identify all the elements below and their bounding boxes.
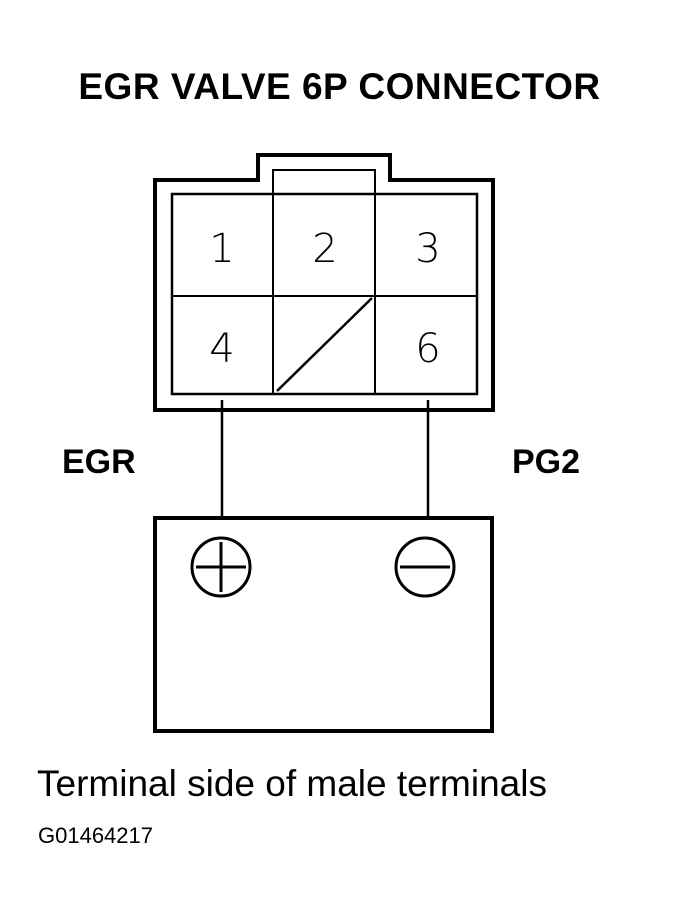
figure-id: G01464217 (38, 823, 153, 848)
pin-2-label: 2 (312, 226, 337, 272)
connector-key-outline (272, 169, 376, 195)
pin-4-label: 4 (209, 326, 234, 372)
battery-body (153, 516, 494, 733)
empty-cavity-slash (276, 297, 373, 392)
positive-terminal-icon (190, 536, 252, 598)
wire-label-pg2: PG2 (512, 443, 581, 481)
pin-1-label: 1 (209, 226, 234, 272)
pin-3-label: 3 (415, 226, 440, 272)
pin-6-label: 6 (415, 326, 440, 372)
diagram-title: EGR VALVE 6P CONNECTOR (78, 66, 601, 107)
negative-terminal-icon (394, 536, 456, 598)
connector-housing (153, 153, 495, 412)
diagram-caption: Terminal side of male terminals (37, 763, 547, 804)
wire-label-egr: EGR (62, 443, 136, 481)
